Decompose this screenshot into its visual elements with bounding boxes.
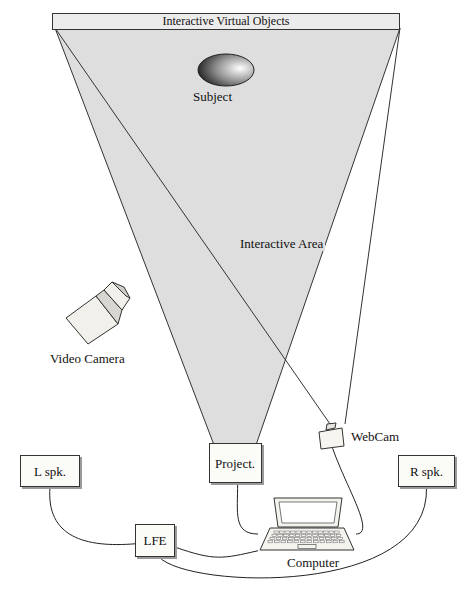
speaker-box: L spk. [20,455,80,487]
video-camera-icon [66,282,130,344]
subject-label: Subject [193,89,232,104]
camera-label: Video Camera [50,351,125,366]
key-stroke [338,537,343,539]
node-label: WebCam [351,429,399,444]
cable [237,483,258,534]
key-stroke [301,541,306,543]
key-stroke [319,534,324,536]
projection-edge [55,28,214,445]
key-stroke [333,541,338,543]
key-stroke [272,534,277,536]
projection-cone [55,28,400,445]
key-stroke [276,537,281,539]
key-stroke [284,534,289,536]
speaker-box: R spk. [398,455,455,487]
key-stroke [274,531,279,533]
key-stroke [290,534,295,536]
key-stroke [313,534,318,536]
key-stroke [294,541,299,543]
computer-node: Computer [258,496,356,572]
key-stroke [319,537,324,539]
key-stroke [307,541,312,543]
node-label: L spk. [34,464,66,479]
laptop-display [279,502,337,523]
laptop-icon [258,496,356,552]
key-stroke [327,541,332,543]
webcam-view-line [345,28,400,424]
key-stroke [270,537,275,539]
key-stroke [268,541,273,543]
key-stroke [335,531,340,533]
key-stroke [307,534,312,536]
node-label: Computer [287,555,339,570]
trackpad [298,545,316,549]
key-stroke [307,537,312,539]
node-label: Interactive Virtual Objects [162,15,289,28]
key-stroke [314,541,319,543]
key-stroke [295,537,300,539]
key-stroke [301,537,306,539]
key-stroke [324,531,329,533]
webcam-node: WebCam [316,420,408,452]
key-stroke [313,531,318,533]
laptop-lid [274,498,342,527]
key-stroke [296,531,301,533]
webcam-lens [326,423,336,430]
area-label: Interactive Area [238,236,325,251]
key-stroke [285,531,290,533]
key-stroke [307,531,312,533]
cable [50,487,135,545]
key-stroke [320,541,325,543]
key-stroke [278,534,283,536]
key-stroke [281,541,286,543]
key-stroke [330,534,335,536]
cable [159,487,427,578]
projector-box: Project. [209,443,262,483]
subject-shape [198,54,254,86]
key-stroke [280,531,285,533]
key-stroke [291,531,296,533]
webcam-icon [316,420,348,452]
key-stroke [318,531,323,533]
key-stroke [313,537,318,539]
key-stroke [288,541,293,543]
key-stroke [302,531,307,533]
key-stroke [289,537,294,539]
key-stroke [295,534,300,536]
laptop-base [260,528,354,550]
cable [175,547,258,557]
key-stroke [282,537,287,539]
key-stroke [275,541,280,543]
key-stroke [301,534,306,536]
screen-bar: Interactive Virtual Objects [52,13,400,30]
key-stroke [332,537,337,539]
key-stroke [326,537,331,539]
node-label: R spk. [410,464,443,479]
webcam-body [319,428,344,449]
key-stroke [340,541,345,543]
key-stroke [325,534,330,536]
key-stroke [329,531,334,533]
subwoofer-box: LFE [135,524,175,557]
node-label: LFE [143,533,166,548]
node-label: Project. [215,456,255,471]
key-stroke [336,534,341,536]
